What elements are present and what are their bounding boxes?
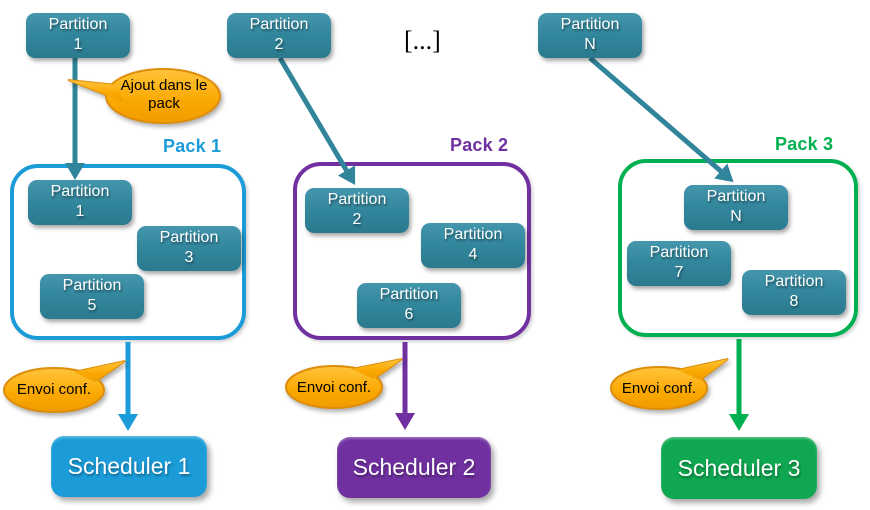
pack-3-label: Pack 3 (775, 134, 834, 154)
partition-name: Partition (706, 188, 766, 205)
scheduler-2-label: Scheduler 2 (352, 454, 476, 480)
pack-1-label: Pack 1 (163, 136, 222, 156)
callout-envoi-1-text: Envoi conf. (16, 381, 92, 398)
pack2-partition-2-box: Partition 2 (305, 188, 409, 233)
callout-envoi-3-text: Envoi conf. (621, 380, 697, 397)
partition-name: Partition (48, 16, 108, 33)
scheduler-1-box: Scheduler 1 (51, 436, 207, 497)
callout-envoi-2-text: Envoi conf. (296, 379, 372, 396)
pack-2-container (293, 162, 531, 340)
scheduler-2-box: Scheduler 2 (337, 437, 491, 498)
arrow-partitionN-to-pack3 (588, 56, 734, 183)
partition-number: N (730, 208, 742, 225)
pack-2-label: Pack 2 (450, 135, 509, 155)
partition-number: 3 (184, 249, 194, 266)
pack3-partition-7-box: Partition 7 (627, 241, 731, 286)
arrow-partition2-to-pack2 (277, 56, 356, 186)
partition-number: 1 (73, 36, 83, 53)
partition-number: 6 (404, 306, 414, 323)
partition-number: 1 (75, 203, 85, 220)
pack3-partition-8-box: Partition 8 (742, 270, 846, 315)
partition-name: Partition (443, 226, 503, 243)
pack-3-container (618, 159, 858, 337)
partition-number: 7 (674, 264, 684, 281)
partition-name: Partition (159, 229, 219, 246)
pack2-partition-6-box: Partition 6 (357, 283, 461, 328)
partition-N-source-box: Partition N (538, 13, 642, 58)
scheduler-3-label: Scheduler 3 (677, 454, 801, 481)
partition-name: Partition (327, 191, 387, 208)
callout-envoi-3-bubble (610, 358, 729, 410)
partition-name: Partition (649, 244, 709, 261)
partition-name: Partition (50, 183, 110, 200)
partition-name: Partition (62, 277, 122, 294)
scheduler-3-box: Scheduler 3 (661, 437, 817, 499)
pack1-partition-5-box: Partition 5 (40, 274, 144, 319)
callout-ajout-line1: Ajout dans le (120, 77, 208, 94)
callout-ajout-line2: pack (148, 95, 180, 112)
partition-name: Partition (560, 16, 620, 33)
callout-envoi-2-bubble (285, 358, 403, 409)
ellipsis-label: [...] (404, 26, 441, 55)
callout-ajout-bubble (67, 68, 221, 124)
partition-name: Partition (249, 16, 309, 33)
partition-number: 8 (789, 293, 799, 310)
partition-name: Partition (764, 273, 824, 290)
scheduler-1-label: Scheduler 1 (67, 453, 191, 479)
partition-number: 2 (274, 36, 284, 53)
partition-1-source-box: Partition 1 (26, 13, 130, 58)
pack1-partition-1-box: Partition 1 (28, 180, 132, 225)
partition-number: 5 (87, 297, 97, 314)
partition-number: 2 (352, 211, 362, 228)
pack1-partition-3-box: Partition 3 (137, 226, 241, 271)
partition-2-source-box: Partition 2 (227, 13, 331, 58)
pack2-partition-4-box: Partition 4 (421, 223, 525, 268)
partition-name: Partition (379, 286, 439, 303)
callout-envoi-1-bubble (3, 360, 126, 413)
pack-1-container (10, 164, 246, 340)
partition-number: 4 (468, 246, 478, 263)
partition-number: N (584, 36, 596, 53)
pack3-partition-N-box: Partition N (684, 185, 788, 230)
callout-ajout-text: Ajout dans le pack (107, 77, 221, 113)
